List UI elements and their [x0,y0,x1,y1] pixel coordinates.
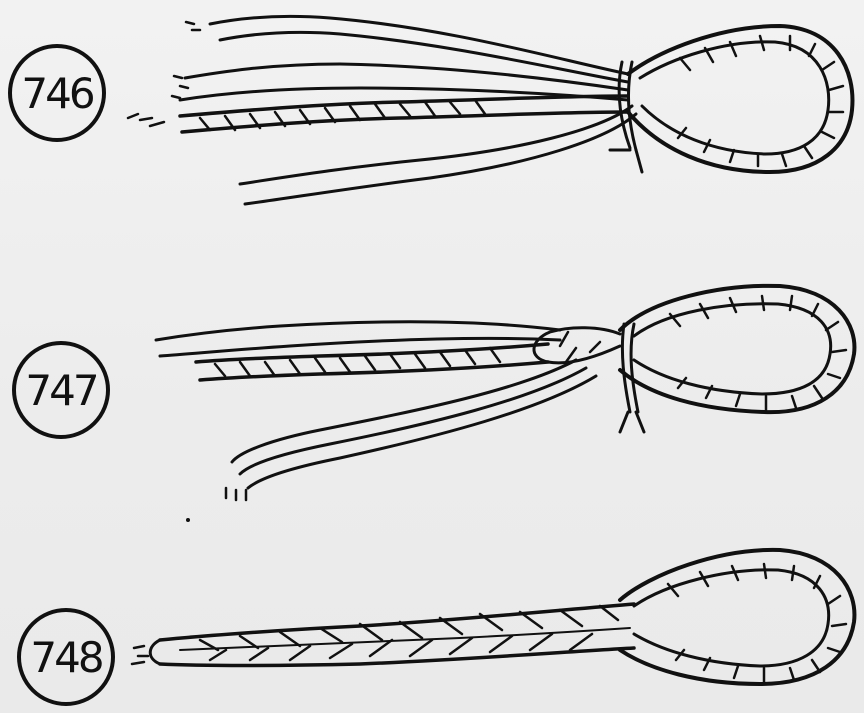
figure-number-748: 748 [17,608,115,706]
figure-746-drawing [128,16,852,204]
figure-748-drawing [132,550,854,684]
figure-number-747-label: 747 [25,366,96,415]
figure-747-drawing [156,286,854,500]
ink-speck [186,518,190,522]
figure-number-746-label: 746 [21,69,92,118]
figure-number-748-label: 748 [30,633,101,682]
figure-number-747: 747 [12,341,110,439]
figure-number-746: 746 [8,44,106,142]
